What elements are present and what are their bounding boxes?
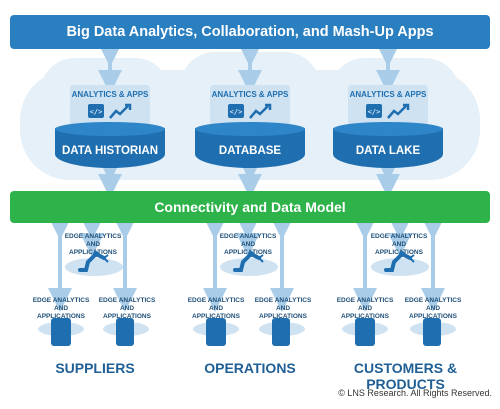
robot-arm-icon xyxy=(384,251,415,272)
edge-device-label-right: EDGE ANALYTICS AND APPLICATIONS xyxy=(98,297,156,320)
drum-top xyxy=(55,122,165,136)
analytics-icons: </> xyxy=(366,103,410,119)
group-label: CUSTOMERS & PRODUCTS xyxy=(353,360,458,392)
edge-device-label-right: EDGE ANALYTICS AND APPLICATIONS xyxy=(254,297,312,320)
drum-label: DATA LAKE xyxy=(355,145,421,157)
phone-icon xyxy=(116,318,134,346)
analytics-icons: </> xyxy=(228,103,272,119)
group-label: SUPPLIERS xyxy=(55,360,135,376)
drum-label: DATA HISTORIAN xyxy=(61,145,159,157)
drum-label: DATABASE xyxy=(218,145,282,157)
edge-device-label-left: EDGE ANALYTICS AND APPLICATIONS xyxy=(187,297,245,320)
drum-top xyxy=(333,122,443,136)
svg-text:</>: </> xyxy=(368,108,381,116)
svg-text:</>: </> xyxy=(230,108,243,116)
robot-arm-icon xyxy=(233,251,264,272)
meter-icon xyxy=(206,318,226,346)
phone-icon xyxy=(423,318,441,346)
apps-panel: ANALYTICS & APPS </> xyxy=(70,85,150,127)
phone-icon xyxy=(272,318,290,346)
edge-center-label: EDGE ANALYTICS AND APPLICATIONS xyxy=(219,233,277,256)
copyright-text: © LNS Research. All Rights Reserved. xyxy=(338,388,492,398)
edge-center-label: EDGE ANALYTICS AND APPLICATIONS xyxy=(370,233,428,256)
meter-icon xyxy=(51,318,71,346)
edge-device-label-left: EDGE ANALYTICS AND APPLICATIONS xyxy=(32,297,90,320)
svg-text:</>: </> xyxy=(90,108,103,116)
analytics-icons: </> xyxy=(88,103,132,119)
big-data-bar: Big Data Analytics, Collaboration, and M… xyxy=(10,15,490,49)
apps-panel: ANALYTICS & APPS </> xyxy=(348,85,428,127)
data-lake-drum: DATA LAKE xyxy=(333,128,443,168)
robot-arm-icon xyxy=(78,251,109,272)
edge-device-label-left: EDGE ANALYTICS AND APPLICATIONS xyxy=(336,297,394,320)
connectivity-bar: Connectivity and Data Model xyxy=(10,191,490,223)
edge-device-label-right: EDGE ANALYTICS AND APPLICATIONS xyxy=(404,297,462,320)
group-label: OPERATIONS xyxy=(204,360,296,376)
edge-center-label: EDGE ANALYTICS AND APPLICATIONS xyxy=(64,233,122,256)
meter-icon xyxy=(355,318,375,346)
drum-top xyxy=(195,122,305,136)
apps-panel: ANALYTICS & APPS </> xyxy=(210,85,290,127)
